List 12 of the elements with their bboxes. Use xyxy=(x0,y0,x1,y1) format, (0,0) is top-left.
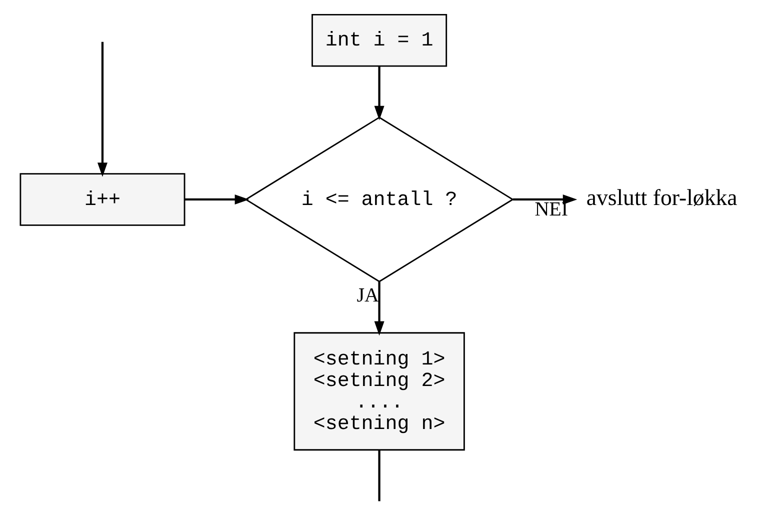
arrow xyxy=(374,66,384,120)
node-text: avslutt for-løkka xyxy=(586,184,737,210)
arrow xyxy=(96,41,107,176)
node-box: i++ xyxy=(19,172,185,226)
node-diamond: i <= antall ? xyxy=(244,116,514,282)
arrow xyxy=(374,281,384,336)
arrow xyxy=(184,194,249,204)
connector xyxy=(378,450,380,501)
arrow xyxy=(512,194,577,204)
edge-label: NEI xyxy=(534,198,568,220)
node-box: <setning 1> <setning 2> .... <setning n> xyxy=(293,332,464,450)
node-box: int i = 1 xyxy=(311,14,447,66)
